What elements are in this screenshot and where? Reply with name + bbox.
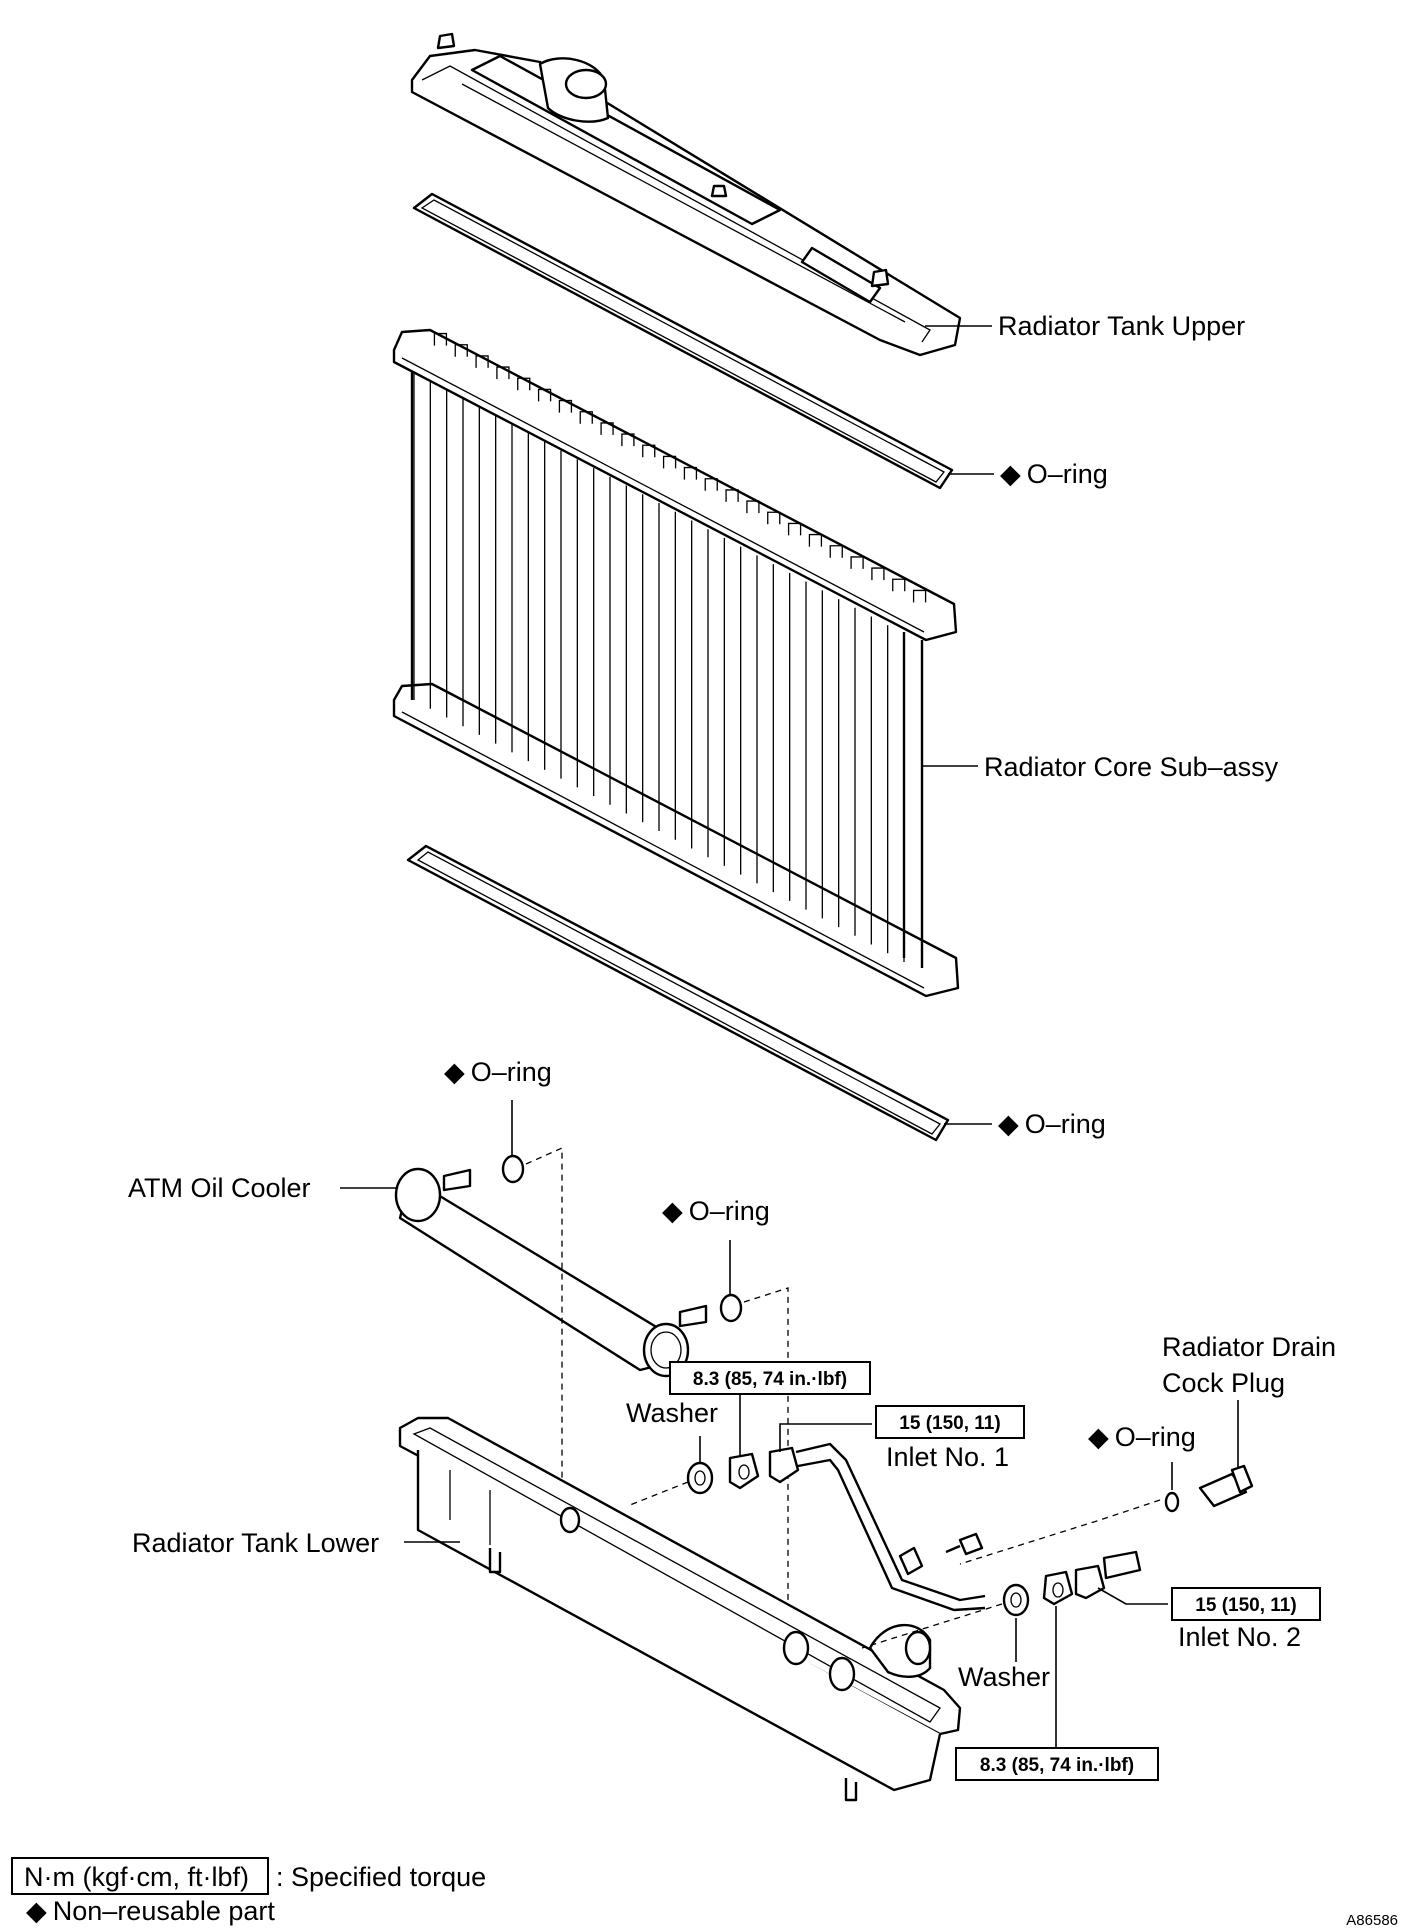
leader-inlet-no1 <box>779 1423 872 1452</box>
alignment-line-inlet-2 <box>861 1603 1003 1649</box>
torque-value: 15 (150, 11) <box>899 1413 1000 1434</box>
header-tab <box>808 533 823 547</box>
washer-upper <box>686 1461 714 1495</box>
radiator-tank-lower <box>398 1416 962 1802</box>
alignment-line-cooler-1 <box>525 1146 563 1520</box>
nut-upper <box>728 1452 760 1490</box>
label-radiator-drain: Radiator Drain <box>1162 1332 1336 1362</box>
header-tab <box>829 545 843 558</box>
header-tab <box>767 511 781 525</box>
legend-unit-text: N·m (kgf·cm, ft·lbf) <box>24 1862 249 1892</box>
diamond-icon: ◆ <box>1000 459 1021 489</box>
torque-value: 8.3 (85, 74 in.·lbf) <box>693 1369 847 1390</box>
figure-id: A86586 <box>1346 1912 1398 1929</box>
header-tab <box>787 522 802 536</box>
diamond-icon: ◆ <box>1088 1422 1109 1452</box>
header-tab <box>850 556 864 569</box>
legend-unit-box <box>11 1857 269 1895</box>
header-tab <box>537 388 552 402</box>
nut-lower <box>1042 1570 1074 1606</box>
o-ring-drain <box>1164 1491 1180 1513</box>
torque-box-inlet-no2: 15 (150, 11) <box>1171 1587 1321 1621</box>
atm-oil-cooler <box>394 1167 708 1378</box>
label-o-ring-cooler-1: ◆O–ring <box>444 1057 552 1087</box>
header-tab <box>600 422 614 435</box>
header-tab <box>912 589 927 603</box>
torque-box-nut-lower: 8.3 (85, 74 in.·lbf) <box>955 1747 1159 1781</box>
o-ring-cooler-1 <box>501 1154 525 1184</box>
label-radiator-core: Radiator Core Sub–assy <box>984 752 1279 782</box>
label-inlet-no1: Inlet No. 1 <box>886 1442 1009 1472</box>
header-tab <box>517 377 531 391</box>
header-tab <box>642 444 656 458</box>
header-tab <box>558 399 573 413</box>
core-fins <box>413 372 905 962</box>
bolt-small <box>945 1532 984 1556</box>
legend: N·m (kgf·cm, ft·lbf) : Specified torque … <box>11 1857 486 1926</box>
radiator-core <box>392 328 960 998</box>
label-cock-plug: Cock Plug <box>1162 1368 1285 1398</box>
torque-box-inlet-no1: 15 (150, 11) <box>875 1405 1025 1439</box>
torque-value: 8.3 (85, 74 in.·lbf) <box>980 1755 1134 1776</box>
label-radiator-tank-upper: Radiator Tank Upper <box>998 311 1245 341</box>
label-o-ring-upper: ◆O–ring <box>1000 459 1108 489</box>
label-washer-upper: Washer <box>626 1398 718 1428</box>
inlet-no2 <box>1074 1550 1142 1600</box>
label-washer-lower: Washer <box>958 1662 1050 1692</box>
header-tab <box>496 366 510 380</box>
drain-cock-plug <box>1198 1464 1254 1508</box>
diamond-icon: ◆ <box>998 1109 1019 1139</box>
header-tab <box>746 500 760 514</box>
header-tab <box>621 433 635 447</box>
washer-lower <box>1002 1583 1030 1617</box>
alignment-line-inlet-1 <box>629 1481 689 1506</box>
diamond-icon: ◆ <box>444 1057 465 1087</box>
header-tab <box>704 478 718 491</box>
alignment-line-cooler-2 <box>743 1287 789 1610</box>
o-ring-upper <box>412 192 954 490</box>
label-inlet-no2: Inlet No. 2 <box>1178 1622 1301 1652</box>
legend-unit-desc: : Specified torque <box>276 1862 486 1892</box>
label-o-ring-lower: ◆O–ring <box>998 1109 1106 1139</box>
inlet-pipe-no1 <box>768 1442 986 1612</box>
header-tab <box>454 344 468 357</box>
label-o-ring-cooler-2: ◆O–ring <box>662 1196 770 1226</box>
header-tab <box>892 578 906 592</box>
header-tab <box>871 567 885 581</box>
legend-nonreusable: ◆Non–reusable part <box>26 1896 275 1926</box>
label-atm-oil-cooler: ATM Oil Cooler <box>128 1173 311 1203</box>
o-ring-cooler-2 <box>719 1293 743 1323</box>
header-tab <box>475 355 489 368</box>
diamond-icon: ◆ <box>26 1896 47 1926</box>
torque-box-nut-upper: 8.3 (85, 74 in.·lbf) <box>669 1361 871 1395</box>
core-header-tabs <box>433 332 927 603</box>
torque-value: 15 (150, 11) <box>1195 1595 1296 1616</box>
o-ring-lower <box>406 844 950 1142</box>
header-tab <box>725 489 739 502</box>
label-radiator-tank-lower: Radiator Tank Lower <box>132 1528 379 1558</box>
leader-inlet-no2 <box>1097 1587 1168 1605</box>
label-o-ring-drain: ◆O–ring <box>1088 1422 1196 1452</box>
diamond-icon: ◆ <box>662 1196 683 1226</box>
header-tab <box>662 455 677 469</box>
header-tab <box>579 411 593 424</box>
header-tab <box>683 466 698 480</box>
header-tab <box>433 332 448 346</box>
radiator-tank-upper <box>410 32 962 357</box>
